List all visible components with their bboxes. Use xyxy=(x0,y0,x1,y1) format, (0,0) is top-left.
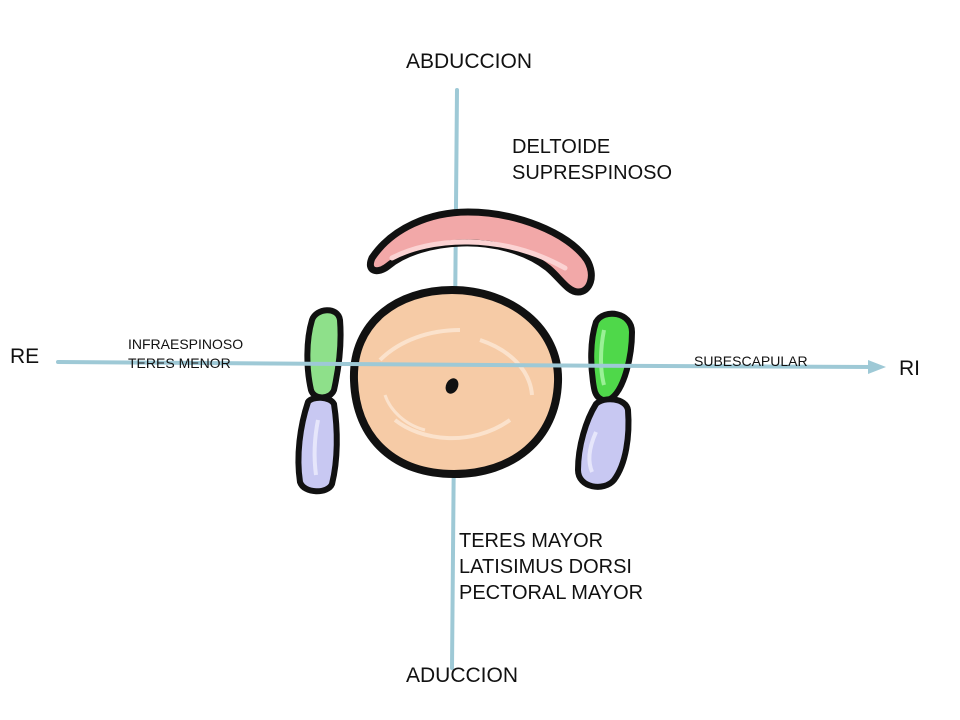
anterior-muscles-shape xyxy=(574,310,636,490)
horizontal-axis xyxy=(56,360,886,374)
inferior-muscles-label: TERES MAYOR LATISIMUS DORSI PECTORAL MAY… xyxy=(459,528,643,606)
superior-muscles-label: DELTOIDE SUPRESPINOSO xyxy=(512,134,672,186)
muscle-label-latisimus-dorsi: LATISIMUS DORSI xyxy=(459,556,632,578)
axis-label-aduccion: ADUCCION xyxy=(406,664,519,687)
muscle-label-deltoide: DELTOIDE xyxy=(512,136,611,158)
muscle-label-pectoral-mayor: PECTORAL MAYOR xyxy=(459,582,644,604)
humeral-head-shape xyxy=(349,285,563,479)
axis-label-re: RE xyxy=(10,345,40,368)
posterior-muscles-shape xyxy=(295,307,344,495)
axis-arrow-head xyxy=(868,360,886,374)
muscle-label-infraespinoso: INFRAESPINOSO xyxy=(128,336,244,352)
axis-label-abduccion: ABDUCCION xyxy=(406,50,533,73)
posterior-muscles-label: INFRAESPINOSO TERES MENOR xyxy=(128,335,243,373)
deltoid-muscle-shape xyxy=(367,208,595,296)
muscle-label-teres-menor: TERES MENOR xyxy=(128,355,231,371)
axis-label-ri: RI xyxy=(899,357,920,380)
muscle-label-subescapular: SUBESCAPULAR xyxy=(694,353,808,369)
muscle-label-supraspinoso: SUPRESPINOSO xyxy=(512,162,673,184)
muscle-label-teres-mayor: TERES MAYOR xyxy=(459,530,604,552)
